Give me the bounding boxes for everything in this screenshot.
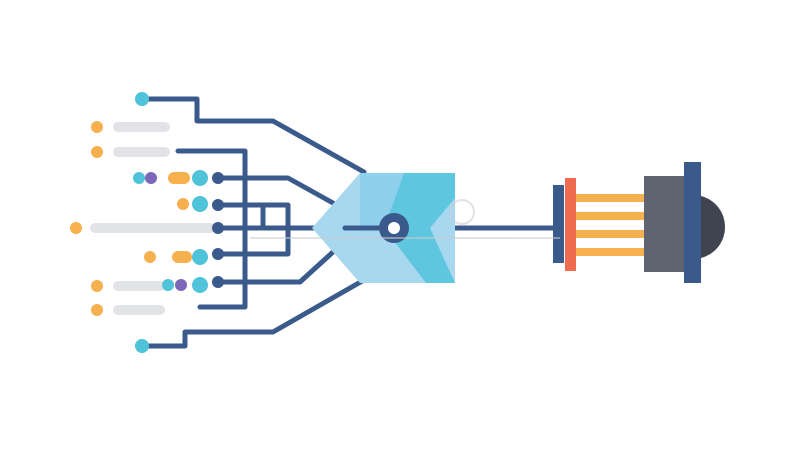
node-purple (175, 279, 187, 291)
circuit-wires (145, 96, 559, 349)
plug-pin (576, 194, 644, 202)
particle-dot (70, 222, 82, 234)
wire-terminals (212, 172, 224, 288)
terminal-dot (212, 199, 224, 211)
wire-branch (215, 202, 291, 257)
wire-top (145, 96, 367, 175)
wire-branch (215, 202, 266, 231)
plug-pins (576, 194, 644, 256)
router-prism (312, 173, 455, 283)
watermark (250, 199, 560, 239)
plug-pin (576, 212, 644, 220)
particle-dot (91, 280, 103, 292)
wire-bottom (145, 277, 367, 349)
terminal-dot (212, 276, 224, 288)
terminal-dot (212, 248, 224, 260)
node-cyan (192, 170, 208, 186)
plug-pin (576, 248, 644, 256)
particle-dot (91, 121, 103, 133)
particle-dot (91, 146, 103, 158)
particle-pill (168, 172, 190, 184)
node-cyan (192, 249, 208, 265)
plug-back-plate (553, 185, 564, 263)
particle-dot (177, 198, 189, 210)
signal-nodes (133, 92, 208, 353)
prism-hub-center (388, 222, 400, 234)
prism-band (384, 173, 455, 283)
terminal-dot (212, 172, 224, 184)
node-cyan (192, 196, 208, 212)
node-cyan (135, 92, 149, 106)
watermark-icon (449, 199, 475, 225)
plug-pin (576, 230, 644, 238)
node-cyan (192, 277, 208, 293)
particle-pill (172, 251, 192, 263)
wire-branch (215, 175, 336, 206)
ethernet-plug (553, 162, 726, 283)
wire-branch (215, 249, 336, 285)
prism-facet (360, 173, 404, 228)
particle-dot (91, 304, 103, 316)
terminal-dot (212, 222, 224, 234)
node-cyan (162, 279, 174, 291)
plug-red-collar (565, 178, 576, 271)
node-purple (145, 172, 157, 184)
node-cyan (133, 172, 145, 184)
orange-particles (70, 121, 192, 316)
plug-cap (701, 196, 726, 258)
plug-body (644, 176, 686, 272)
particle-dot (144, 251, 156, 263)
node-cyan (135, 339, 149, 353)
motion-streaks (90, 122, 215, 315)
plug-flange (684, 162, 701, 283)
